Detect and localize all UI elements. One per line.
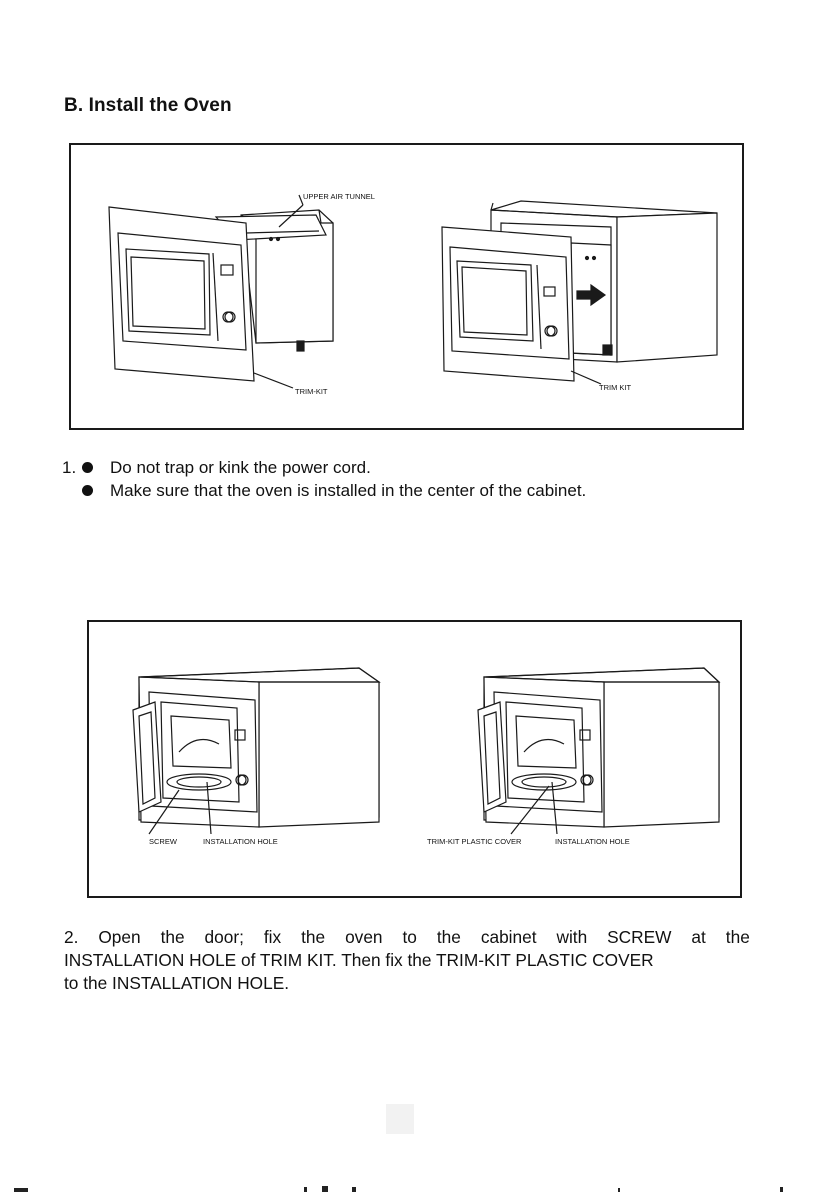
label-upper-air-tunnel: UPPER AIR TUNNEL	[303, 192, 375, 201]
figure-fix-screw-and-cover: SCREW INSTALLATION HOLE	[87, 620, 742, 898]
bullet-icon	[82, 462, 93, 473]
open-oven-with-plastic-cover-drawing	[477, 667, 721, 835]
step-2-word: 2.	[64, 927, 79, 947]
open-oven-with-screw-drawing	[132, 667, 381, 835]
label-trim-kit-plastic-cover: TRIM-KIT PLASTIC COVER	[427, 837, 522, 846]
step-2-word: Open	[98, 927, 141, 947]
step-2-word: to	[402, 927, 417, 947]
label-installation-hole-right: INSTALLATION HOLE	[555, 837, 630, 846]
step-2-word: the	[725, 927, 750, 947]
step-2-word: door;	[204, 927, 244, 947]
page-number-tab	[386, 1104, 414, 1134]
figure-install-trim-kit: UPPER AIR TUNNEL TRIM-KIT	[69, 143, 744, 430]
step-2-word: at	[691, 927, 706, 947]
step-number: 1.	[62, 458, 77, 477]
oven-sliding-into-cabinet-drawing	[441, 200, 718, 385]
oven-with-trim-kit-drawing	[108, 194, 334, 389]
step-2-word: the	[436, 927, 461, 947]
step-2-word: the	[301, 927, 326, 947]
step-2-word: SCREW	[607, 927, 672, 947]
bullet-icon	[82, 485, 93, 496]
label-screw: SCREW	[149, 837, 178, 846]
step-1-bullet: 1. Do not trap or kink the power cord.	[62, 456, 586, 479]
label-installation-hole-left: INSTALLATION HOLE	[203, 837, 278, 846]
step-1-bullet: Make sure that the oven is installed in …	[62, 479, 586, 502]
step-2-line-3: to the INSTALLATION HOLE.	[64, 973, 290, 993]
step-2-word: with	[556, 927, 588, 947]
bullet-text: Do not trap or kink the power cord.	[110, 458, 371, 477]
figure-1-illustration: UPPER AIR TUNNEL TRIM-KIT	[108, 192, 718, 396]
bottom-edge-marks	[14, 1186, 783, 1192]
bullet-text: Make sure that the oven is installed in …	[110, 481, 587, 500]
step-2-word: fix	[263, 927, 282, 947]
label-trim-kit-left: TRIM-KIT	[295, 387, 328, 396]
section-heading: B. Install the Oven	[64, 95, 232, 116]
step-1-instructions: 1. Do not trap or kink the power cord. M…	[62, 456, 586, 502]
step-2-word: oven	[345, 927, 383, 947]
figure-2-illustration: SCREW INSTALLATION HOLE	[132, 667, 721, 846]
step-2-line-2: INSTALLATION HOLE of TRIM KIT. Then fix …	[64, 950, 654, 970]
label-trim-kit-right: TRIM KIT	[599, 383, 631, 392]
step-2-word: the	[160, 927, 185, 947]
step-2-word: cabinet	[480, 927, 537, 947]
